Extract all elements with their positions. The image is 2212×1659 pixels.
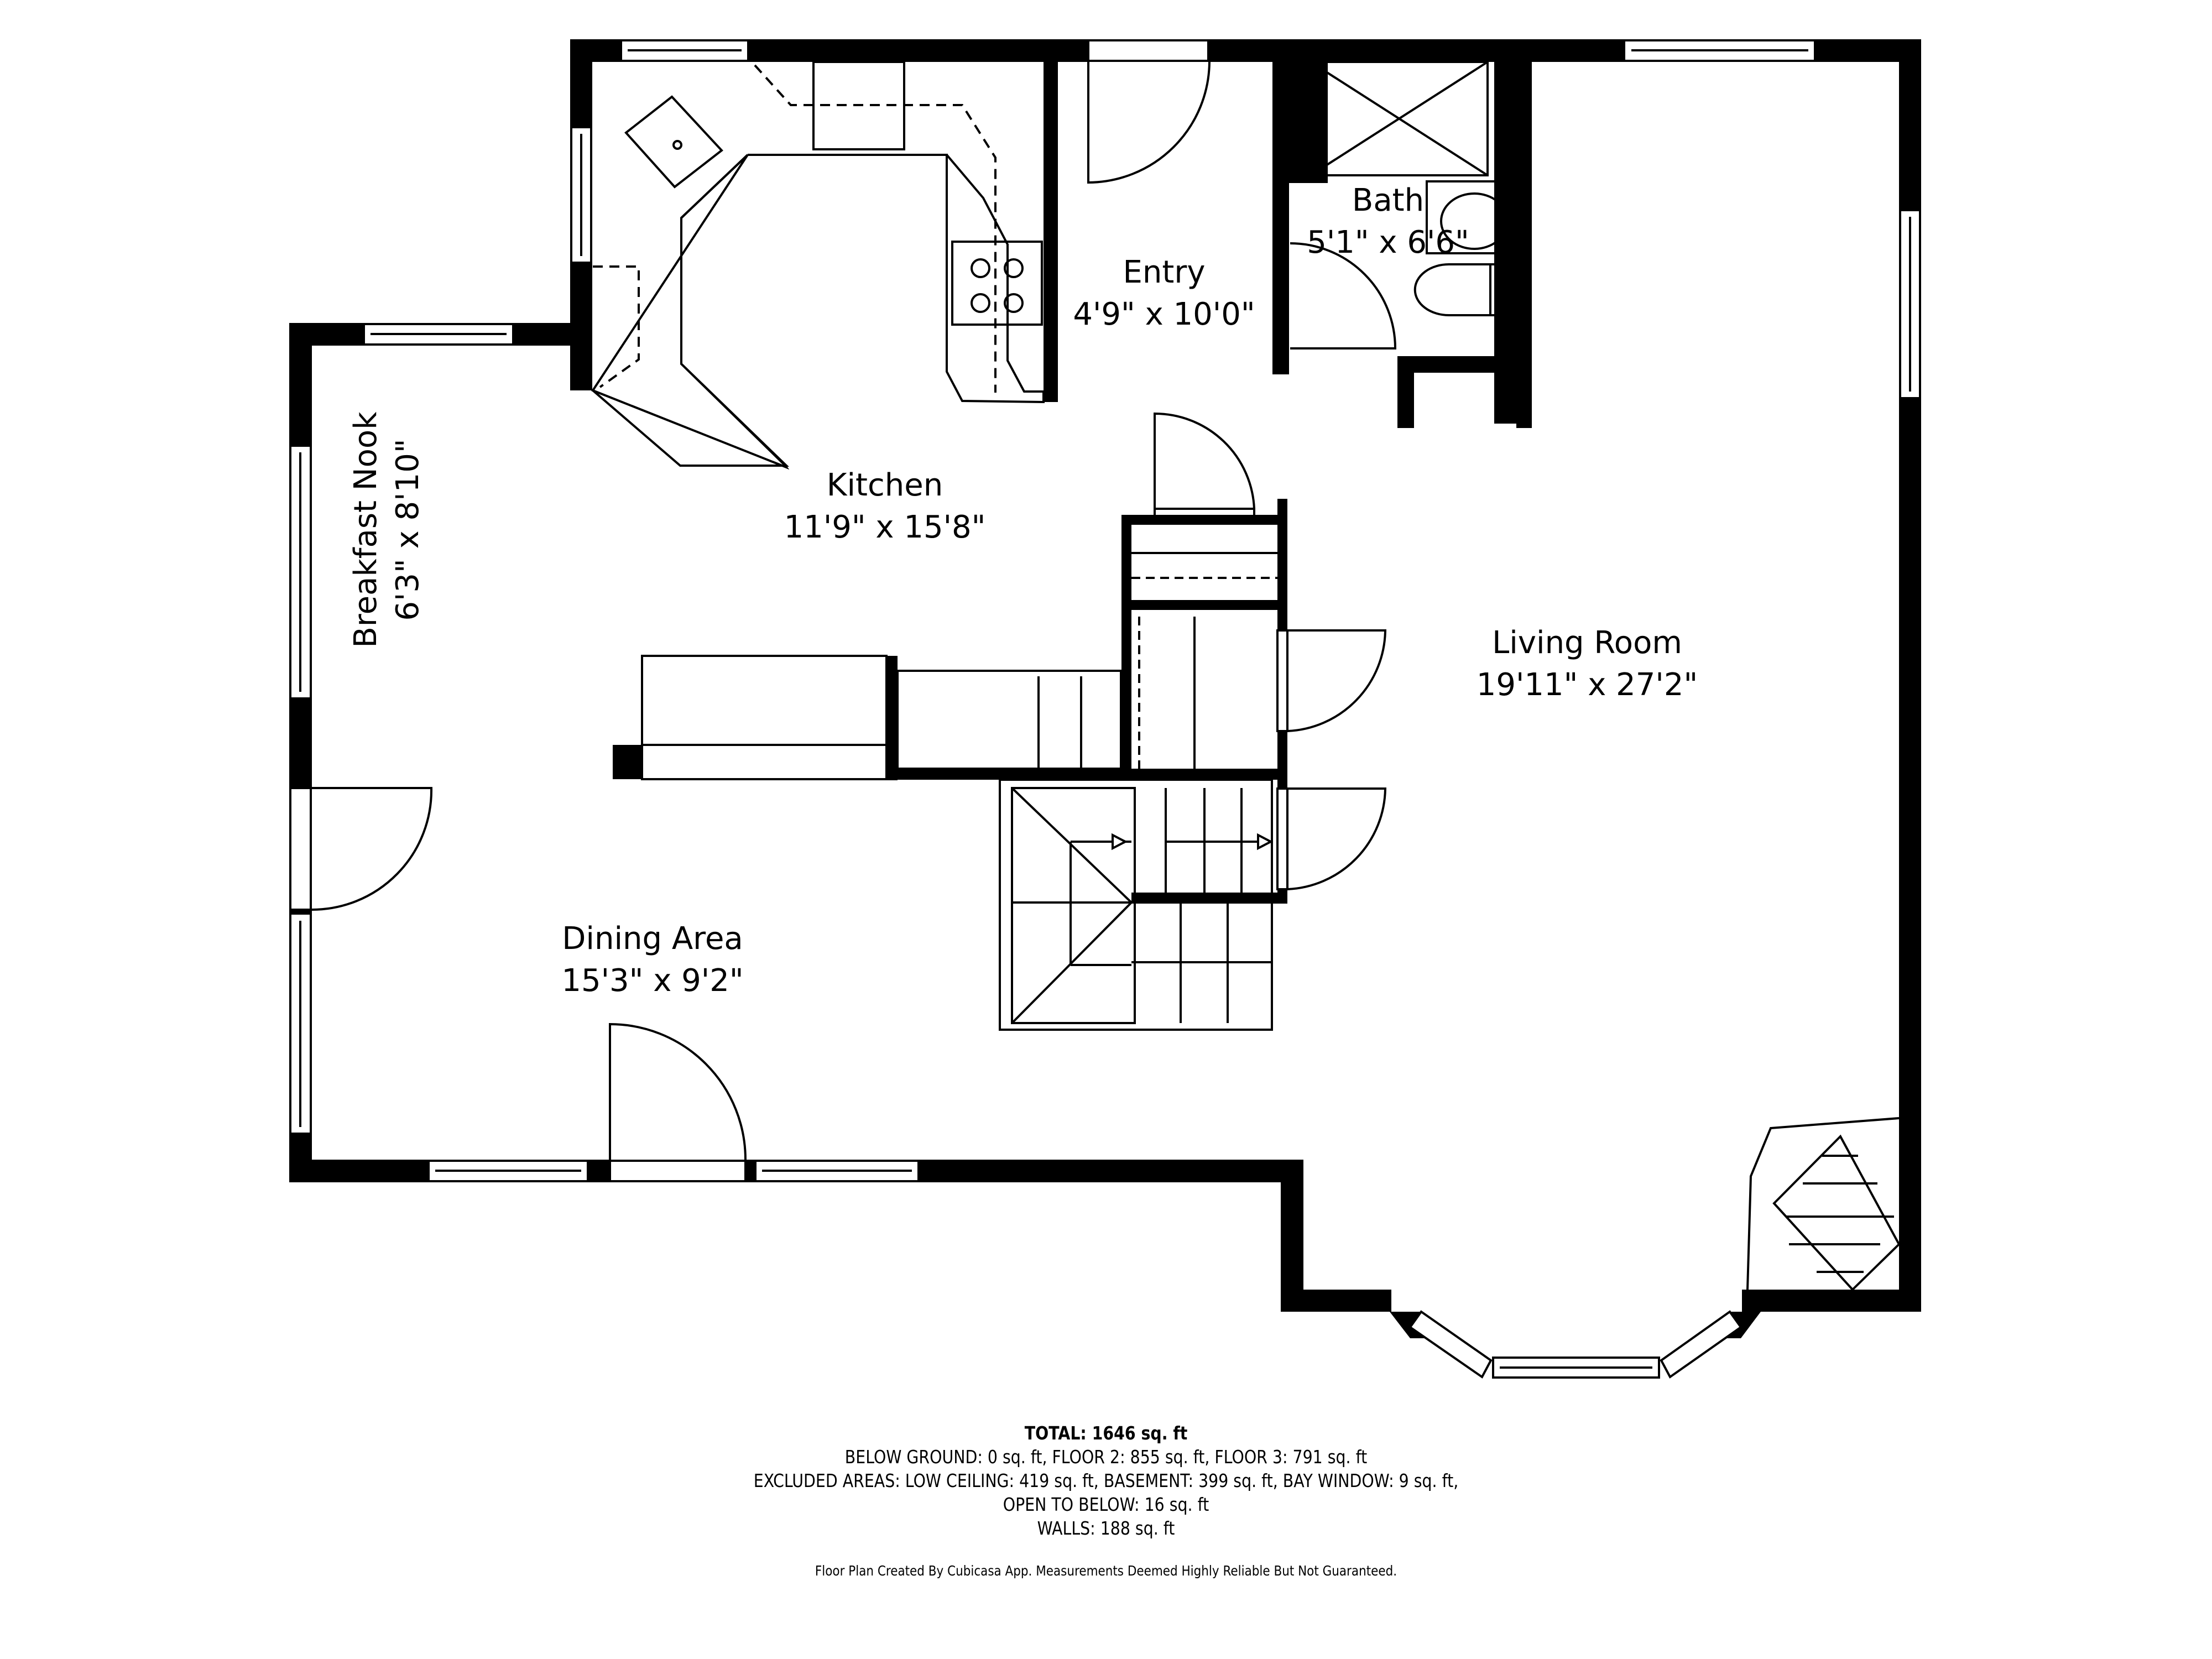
credit-note: Floor Plan Created By Cubicasa App. Meas… <box>815 1563 1397 1579</box>
door-icon <box>1287 629 1387 732</box>
door-icon <box>1154 412 1255 509</box>
room-label-bath: Bath 5'1" x 6'6" <box>1288 180 1488 264</box>
room-name: Bath <box>1352 182 1425 218</box>
total-area: TOTAL: 1646 sq. ft <box>1024 1422 1188 1444</box>
shower-icon <box>1310 61 1489 176</box>
door-icon <box>1287 787 1387 890</box>
room-label-entry: Entry 4'9" x 10'0" <box>1056 252 1272 336</box>
area-summary: TOTAL: 1646 sq. ft BELOW GROUND: 0 sq. f… <box>0 1421 2212 1580</box>
room-label-living-room: Living Room 19'11" x 27'2" <box>1427 622 1747 706</box>
bath-fixtures <box>1310 61 1517 316</box>
room-name: Living Room <box>1492 625 1682 661</box>
room-label-kitchen: Kitchen 11'9" x 15'8" <box>747 465 1023 549</box>
walls-area: WALLS: 188 sq. ft <box>1037 1517 1175 1539</box>
door-icon <box>311 787 433 911</box>
kitchen-fixtures <box>591 61 1122 780</box>
room-name: Breakfast Nook <box>348 411 384 648</box>
room-dims: 19'11" x 27'2" <box>1476 667 1698 703</box>
excluded-areas: EXCLUDED AREAS: LOW CEILING: 419 sq. ft,… <box>753 1470 1459 1491</box>
open-to-below: OPEN TO BELOW: 16 sq. ft <box>1003 1494 1209 1515</box>
room-dims: 15'3" x 9'2" <box>561 963 744 999</box>
windows <box>289 39 1921 1379</box>
fireplace-icon <box>1746 1117 1901 1291</box>
room-dims: 6'3" x 8'10" <box>390 439 426 621</box>
stove-icon <box>951 241 1043 326</box>
window-icon <box>1660 1310 1743 1379</box>
window-icon <box>1408 1310 1493 1379</box>
room-name: Entry <box>1123 254 1206 290</box>
door-icon <box>1290 242 1397 349</box>
kitchen-island <box>748 154 1045 404</box>
door-icon <box>1087 39 1209 62</box>
room-dims: 5'1" x 6'6" <box>1307 225 1469 260</box>
room-label-breakfast-nook: Breakfast Nook 6'3" x 8'10" <box>345 392 429 668</box>
room-label-dining-area: Dining Area 15'3" x 9'2" <box>525 918 780 1002</box>
room-name: Dining Area <box>562 921 743 957</box>
sink-icon <box>624 95 723 189</box>
doors <box>289 39 1397 1182</box>
room-dims: 4'9" x 10'0" <box>1073 296 1255 332</box>
floor-areas: BELOW GROUND: 0 sq. ft, FLOOR 2: 855 sq.… <box>844 1446 1368 1468</box>
door-icon <box>609 1022 747 1160</box>
room-name: Kitchen <box>826 467 943 503</box>
sink-icon <box>1426 180 1517 254</box>
stairs-icon <box>999 552 1277 1031</box>
room-dims: 11'9" x 15'8" <box>784 509 986 545</box>
toilet-icon <box>1413 263 1516 316</box>
